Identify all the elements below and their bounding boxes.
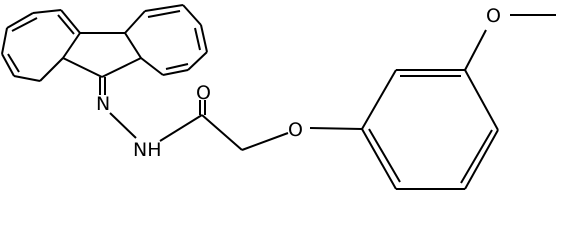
bond bbox=[464, 29, 487, 71]
bond bbox=[182, 4, 202, 26]
carbonyl-oxygen-label: O bbox=[196, 82, 211, 104]
bond bbox=[464, 69, 499, 131]
bond bbox=[39, 57, 64, 82]
ether-oxygen-label: O bbox=[288, 119, 303, 141]
bond bbox=[464, 129, 499, 190]
bond bbox=[57, 14, 75, 35]
bond bbox=[147, 10, 181, 18]
bond bbox=[60, 9, 81, 34]
bond bbox=[13, 75, 41, 82]
bond bbox=[109, 112, 137, 139]
molecule-drawing: N NH O O O bbox=[1, 4, 556, 190]
bond bbox=[11, 17, 38, 32]
structure-canvas: N NH O O O bbox=[1, 4, 556, 190]
bond bbox=[361, 128, 397, 190]
bond bbox=[6, 12, 34, 29]
amide-nh-label: NH bbox=[133, 139, 162, 161]
bond bbox=[368, 128, 401, 183]
bond bbox=[140, 57, 164, 76]
bond bbox=[144, 4, 184, 12]
bond bbox=[124, 32, 142, 59]
bond bbox=[165, 63, 189, 70]
bond bbox=[187, 51, 208, 71]
bond bbox=[62, 32, 81, 59]
bond bbox=[1, 27, 8, 55]
bond bbox=[194, 27, 201, 51]
bond-lines bbox=[1, 4, 556, 190]
methoxy-oxygen-label: O bbox=[486, 5, 501, 27]
bond bbox=[62, 57, 103, 78]
bond bbox=[159, 114, 203, 142]
hydrazone-nitrogen-label: N bbox=[96, 93, 110, 115]
bond bbox=[200, 24, 208, 53]
bond bbox=[460, 129, 493, 184]
bond bbox=[162, 69, 189, 76]
bond bbox=[309, 127, 363, 130]
bond bbox=[124, 10, 146, 34]
bond bbox=[201, 114, 243, 151]
bond bbox=[241, 132, 289, 151]
bond bbox=[32, 9, 62, 14]
atom-labels: N NH O O O bbox=[96, 5, 501, 161]
bond bbox=[7, 53, 20, 73]
bond bbox=[101, 57, 142, 78]
bond bbox=[361, 69, 397, 130]
bond bbox=[1, 53, 15, 77]
